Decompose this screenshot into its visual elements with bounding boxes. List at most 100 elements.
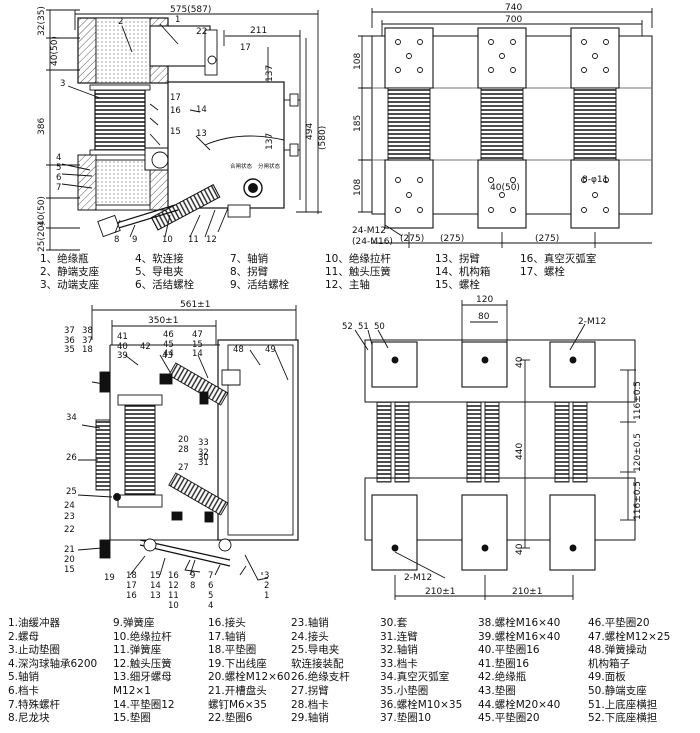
dim-275-a: (275): [400, 234, 424, 244]
dim-440: 440: [515, 443, 525, 460]
callout-1: 1: [175, 15, 180, 25]
assembly-callout: 45: [163, 340, 174, 350]
legend-bottom-item: 2.螺母: [8, 630, 40, 643]
legend-bottom-item: 30.套: [380, 617, 408, 629]
assembly-callout: 15: [192, 340, 203, 350]
assembly-dimensions: 561±1 350±1: [148, 300, 210, 326]
assembly-callout: 7: [208, 571, 213, 581]
assembly-callout: 23: [64, 512, 75, 522]
callout-10: 10: [162, 235, 173, 245]
dim-22: 22: [196, 27, 207, 37]
legend-bottom-item: 45.平垫圈20: [478, 712, 540, 725]
assembly-callout: 38: [82, 326, 93, 336]
assembly-callout: 47: [192, 330, 203, 340]
assembly-callout: 37: [64, 326, 75, 336]
assembly-callout: 3: [264, 571, 269, 581]
legend-bottom-item: 22.垫圈6: [208, 712, 253, 725]
legend-bottom-item: 11.弹簧座: [113, 644, 162, 657]
legend-bottom-item: 49.面板: [588, 671, 626, 684]
assembly-callout: 8: [190, 581, 195, 591]
dim-210-left: 210±1: [425, 587, 455, 597]
assembly-callout: 40: [117, 342, 128, 352]
legend-top-item: 5、导电夹: [135, 266, 184, 279]
hole-spec: 8-φ11: [582, 175, 608, 185]
legend-bottom-item: 15.垫圈: [113, 712, 151, 725]
dim-40-50-front: 40(50): [490, 183, 520, 193]
assembly-callout: 14: [150, 581, 161, 591]
dim-137-upper: 137: [265, 65, 275, 82]
assembly-callout: 36: [64, 336, 75, 346]
assembly-callout: 19: [104, 573, 115, 583]
callout-52: 52: [342, 322, 353, 332]
legend-bottom-item: 27.拐臂: [291, 685, 329, 697]
front-assembly-drawing: [354, 300, 636, 600]
legend-bottom-item: 螺钉M6×35: [208, 698, 267, 711]
assembly-callout: 15: [64, 565, 75, 575]
legend-bottom-item: 20.螺栓M12×60: [208, 671, 291, 684]
legend-top-item: 16、真空灭弧室: [520, 253, 597, 265]
legend-bottom-item: 5.轴销: [8, 671, 40, 684]
assembly-callout: 44: [163, 349, 174, 359]
assembly-callout: 27: [178, 463, 189, 473]
dim-40-lower: 40(50): [37, 196, 47, 226]
assembly-callout: 48: [233, 345, 244, 355]
legend-bottom-item: 18.平垫圈: [208, 644, 257, 657]
legend-top-item: 15、螺栓: [435, 279, 480, 292]
assembly-callout: 49: [265, 345, 276, 355]
bolt-spec-2-m12-bottom: 2-M12: [404, 573, 432, 583]
assembly-callout: 30: [198, 453, 209, 463]
legend-bottom-item: 4.深沟球轴承6200: [8, 657, 98, 670]
assembly-callout: 31: [198, 458, 209, 468]
legend-bottom-item: 26.绝缘支杆: [291, 671, 350, 684]
assembly-callout: 12: [168, 581, 179, 591]
assembly-callout: 46: [163, 330, 174, 340]
legend-bottom-item: 21.开槽盘头: [208, 685, 267, 697]
front-phase-a: [384, 27, 434, 229]
legend-bottom-item: 23.轴销: [291, 617, 329, 629]
legend-bottom-item: 41.垫圈16: [478, 657, 530, 670]
front-assembly-dimensions: 120 80 2-M12 2-M12 40 40 440 116±0.5 120…: [342, 295, 643, 597]
dim-108-upper: 108: [353, 53, 363, 70]
legend-bottom-item: 8.尼龙块: [8, 712, 50, 725]
callout-17b: 17: [240, 43, 251, 53]
dim-275-c: (275): [535, 234, 559, 244]
bolt-spec-m16: (24-M16): [352, 237, 393, 247]
side-view-drawing: [46, 9, 322, 251]
legend-bottom-item: 43.垫圈: [478, 685, 516, 697]
legend-bottom-item: 33.档卡: [380, 657, 418, 670]
assembly-callout: 42: [140, 342, 151, 352]
callout-11: 11: [188, 235, 199, 245]
assembly-callout: 35: [64, 345, 75, 355]
callout-5: 5: [56, 163, 61, 173]
legend-bottom-item: 13.细牙螺母: [113, 671, 172, 684]
callout-9: 9: [132, 235, 137, 245]
assembly-phase-c: [549, 341, 596, 571]
assembly-callout: 9: [190, 571, 195, 581]
legend-bottom-item: 38.螺栓M16×40: [478, 617, 561, 629]
callout-2: 2: [118, 17, 123, 27]
assembly-callout: 34: [66, 413, 77, 423]
legend-top-item: 7、轴销: [230, 253, 269, 265]
callout-51: 51: [358, 322, 369, 332]
assembly-callout: 10: [168, 601, 179, 611]
legend-top-item: 6、活结螺栓: [135, 279, 195, 292]
legend-bottom-item: 50.静端支座: [588, 685, 647, 697]
legend-bottom-item: 39.螺栓M16×40: [478, 630, 561, 643]
legend-bottom-item: 46.平垫圈20: [588, 617, 650, 629]
legend-bottom-item: 17.轴销: [208, 630, 246, 643]
assembly-callout: 25: [66, 487, 77, 497]
assembly-callout: 2: [264, 581, 269, 591]
legend-bottom-item: M12×1: [113, 685, 151, 697]
legend-bottom-item: 52.下底座横担: [588, 712, 658, 725]
assembly-callout: 14: [192, 349, 203, 359]
assembly-phase-a: [371, 341, 418, 571]
legend-bottom-item: 47.螺栓M12×25: [588, 630, 671, 643]
assembly-callout: 21: [64, 545, 75, 555]
dim-80: 80: [478, 312, 490, 322]
legend-bottom-item: 24.接头: [291, 630, 329, 643]
callout-13: 13: [196, 129, 207, 139]
closed-state-label: 合闸状态: [230, 162, 253, 170]
legend-bottom-item: 31.连臂: [380, 630, 418, 643]
dim-210-right: 210±1: [512, 587, 542, 597]
